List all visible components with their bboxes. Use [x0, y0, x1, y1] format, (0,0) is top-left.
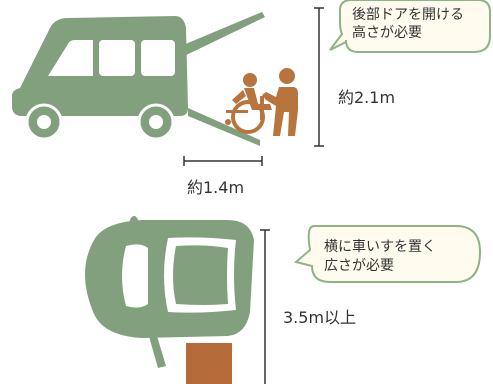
wheelchair-space-box: [186, 343, 232, 384]
height-dimension-line: [314, 7, 324, 147]
height-label: 約2.1m: [338, 88, 396, 107]
width-dimension-line: [183, 156, 263, 166]
speech-bubble-door: [329, 0, 491, 53]
bubble-space-line1: 横に車いすを置く: [324, 239, 436, 255]
bubble-door-line2: 高さが必要: [352, 25, 422, 41]
length-label: 3.5m以上: [283, 308, 357, 327]
car-top-icon: [85, 216, 254, 368]
bubble-door-line1: 後部ドアを開ける: [352, 7, 464, 23]
wheelchair-user-icon: [225, 68, 298, 136]
open-rear-door: [176, 12, 265, 58]
ramp-icon: [188, 108, 260, 146]
van-icon: [12, 16, 188, 141]
bubble-space-line2: 広さが必要: [324, 258, 394, 274]
length-dimension-line: [260, 229, 270, 384]
width-label: 約1.4m: [187, 178, 245, 197]
speech-bubble-space: [293, 225, 482, 283]
